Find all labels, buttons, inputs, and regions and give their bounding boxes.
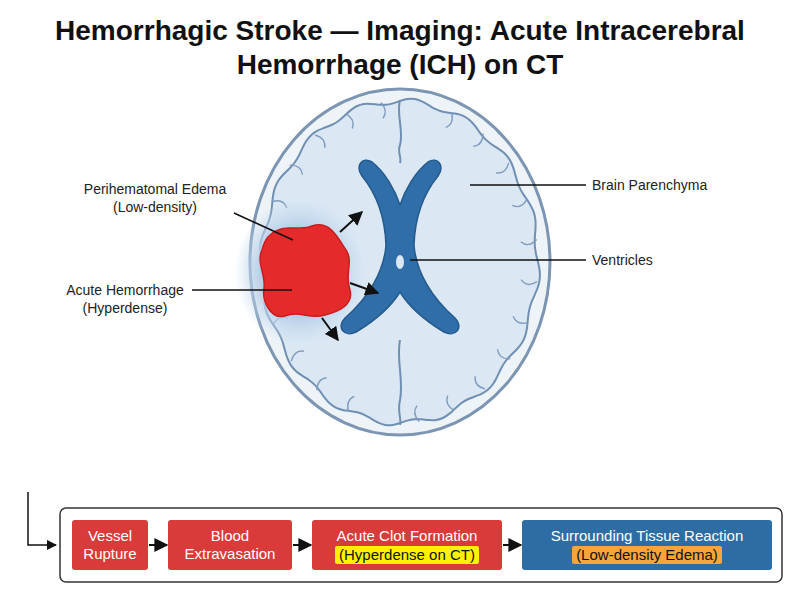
gyrus-stroke bbox=[315, 135, 325, 148]
mass-effect-arrow bbox=[350, 283, 378, 293]
gyrus-stroke bbox=[475, 376, 485, 389]
brain-outline bbox=[260, 99, 540, 425]
entry-arrow bbox=[28, 492, 56, 545]
gyrus-stroke bbox=[447, 395, 454, 410]
gyrus-stroke bbox=[446, 113, 453, 128]
process-box: Blood Extravasation bbox=[168, 520, 292, 570]
process-box: Surrounding Tissue Reaction(Low-density … bbox=[522, 520, 772, 570]
gyrus-stroke bbox=[381, 103, 385, 119]
gyrus-stroke bbox=[521, 280, 537, 285]
gyrus-stroke bbox=[513, 316, 528, 323]
mass-effect-arrow bbox=[322, 318, 338, 340]
step-title: Vessel Rupture bbox=[78, 527, 142, 563]
diagram-title: Hemorrhagic Stroke — Imaging: Acute Intr… bbox=[30, 14, 770, 82]
gyrus-stroke bbox=[496, 163, 509, 173]
gyrus-stroke bbox=[497, 349, 510, 359]
gyrus-stroke bbox=[512, 199, 527, 207]
step-title: Blood Extravasation bbox=[174, 527, 286, 563]
skull bbox=[250, 89, 550, 435]
process-box: Acute Clot Formation(Hyperdense on CT) bbox=[312, 520, 502, 570]
septum bbox=[396, 255, 404, 269]
part-label: Ventricles bbox=[592, 251, 782, 269]
part-label: Perihematomal Edema (Low-density) bbox=[75, 180, 235, 216]
leader-line bbox=[234, 213, 293, 240]
acute-hemorrhage bbox=[260, 225, 351, 317]
gyrus-stroke bbox=[473, 133, 483, 146]
gyrus-stroke bbox=[348, 396, 355, 411]
step-title: Surrounding Tissue Reaction bbox=[551, 527, 744, 545]
leader-line bbox=[410, 259, 586, 261]
gyrus-stroke bbox=[290, 165, 303, 175]
step-title: Acute Clot Formation bbox=[337, 527, 478, 545]
ct-note: (Low-density Edema) bbox=[572, 546, 722, 564]
gyrus-stroke bbox=[291, 351, 304, 361]
mass-effect-arrow bbox=[340, 212, 362, 232]
flow-arrow bbox=[293, 544, 311, 546]
ct-note: (Hyperdense on CT) bbox=[335, 546, 479, 564]
flow-arrow bbox=[149, 544, 167, 546]
gyrus-stroke bbox=[415, 406, 419, 422]
ventricles bbox=[341, 160, 459, 334]
part-label: Acute Hemorrhage (Hyperdense) bbox=[55, 281, 195, 317]
part-label: Brain Parenchyma bbox=[592, 176, 782, 194]
gyrus-stroke bbox=[346, 114, 353, 129]
leader-line bbox=[192, 289, 292, 291]
midline-front bbox=[399, 100, 401, 163]
flow-frame bbox=[60, 508, 782, 582]
gyrus-stroke bbox=[317, 378, 327, 391]
midline-back bbox=[399, 340, 401, 425]
gyrus-stroke bbox=[521, 240, 537, 245]
leader-line bbox=[470, 184, 586, 186]
process-box: Vessel Rupture bbox=[72, 520, 148, 570]
flow-arrow bbox=[503, 544, 521, 546]
